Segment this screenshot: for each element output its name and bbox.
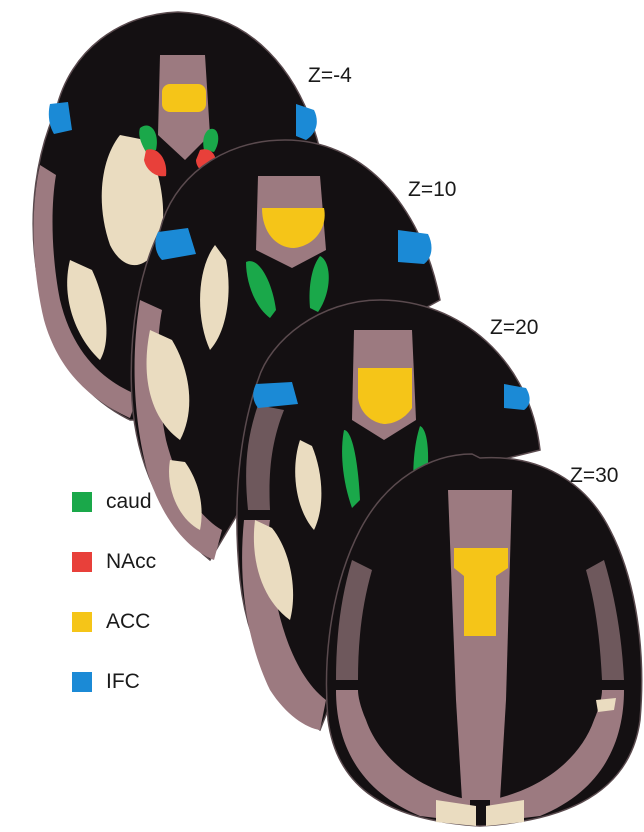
legend-label-acc: ACC	[106, 610, 150, 634]
slice-label-z-30: Z=30	[570, 464, 618, 488]
ifc-region	[49, 102, 72, 134]
legend-item-acc: ACC	[72, 610, 150, 634]
legend-item-caud: caud	[72, 490, 152, 514]
ifc-region	[253, 382, 298, 408]
legend-label-caud: caud	[106, 490, 152, 514]
brain-slice-z-30	[326, 454, 641, 826]
legend-swatch-acc	[72, 612, 92, 632]
slice-label-z-minus-4: Z=-4	[308, 64, 352, 88]
legend-swatch-nacc	[72, 552, 92, 572]
white-matter	[596, 698, 616, 712]
legend-swatch-caud	[72, 492, 92, 512]
slice-label-z-10: Z=10	[408, 178, 456, 202]
acc-region	[162, 84, 206, 112]
legend-label-nacc: NAcc	[106, 550, 156, 574]
ifc-region	[398, 230, 431, 264]
ifc-region	[504, 384, 530, 410]
legend-item-ifc: IFC	[72, 670, 140, 694]
slice-label-z-20: Z=20	[490, 316, 538, 340]
legend-item-nacc: NAcc	[72, 550, 156, 574]
legend-label-ifc: IFC	[106, 670, 140, 694]
legend-swatch-ifc	[72, 672, 92, 692]
